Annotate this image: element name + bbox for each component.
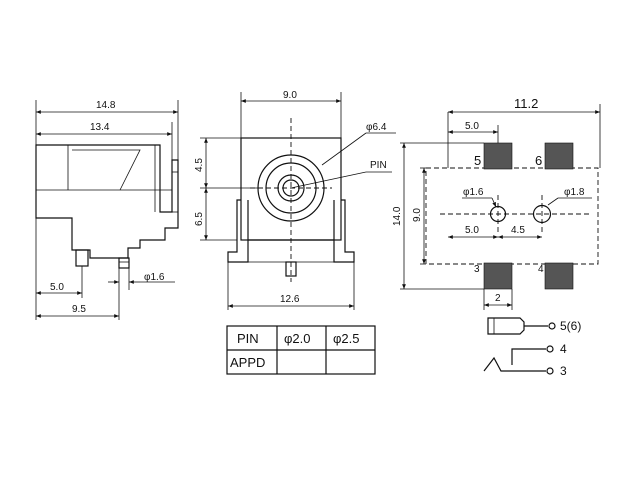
side-dim-body-width: 13.4 bbox=[90, 122, 110, 133]
side-dim-overall-width: 14.8 bbox=[96, 100, 116, 111]
jack-schematic: 5(6) 4 3 bbox=[483, 317, 581, 378]
front-dim-upper-height: 4.5 bbox=[194, 158, 205, 172]
pad-5 bbox=[483, 142, 513, 170]
pad-6 bbox=[544, 142, 574, 170]
footprint-dim-pad-offset: 5.0 bbox=[465, 121, 479, 132]
front-dim-width: 9.0 bbox=[283, 90, 297, 101]
front-dim-footprint-width: 12.6 bbox=[280, 294, 300, 305]
pad-label-3: 3 bbox=[474, 264, 480, 275]
pad-label-5: 5 bbox=[474, 153, 481, 168]
side-dim-body-depth: 9.5 bbox=[72, 304, 86, 315]
pad-label-4: 4 bbox=[538, 264, 544, 275]
table-row-label: APPD bbox=[230, 355, 265, 370]
footprint-view: 5 6 3 4 11.2 5.0 14.0 9.0 φ1.6 φ1.8 bbox=[392, 96, 601, 310]
front-view: 9.0 4.5 6.5 φ6.4 PIN 12.6 bbox=[194, 90, 396, 310]
footprint-dim-hole-offset-b: 4.5 bbox=[511, 225, 525, 236]
terminal-label-4: 4 bbox=[560, 342, 567, 356]
footprint-dim-hole-large: φ1.8 bbox=[564, 187, 585, 198]
front-dim-hole-diameter: φ6.4 bbox=[366, 122, 387, 133]
side-dim-pin-diameter: φ1.6 bbox=[144, 272, 165, 283]
footprint-dim-pad-width: 2 bbox=[495, 293, 501, 304]
footprint-dim-total-height: 14.0 bbox=[392, 206, 403, 226]
terminal-label-5-6: 5(6) bbox=[560, 319, 581, 333]
side-dim-pin-offset: 5.0 bbox=[50, 282, 64, 293]
pad-4 bbox=[544, 262, 574, 290]
footprint-dim-pad-span: 11.2 bbox=[514, 96, 538, 111]
footprint-dim-hole-offset-a: 5.0 bbox=[465, 225, 479, 236]
front-dim-lower-height: 6.5 bbox=[194, 212, 205, 226]
side-view: 14.8 13.4 5.0 φ1.6 9.5 bbox=[35, 100, 179, 320]
front-pin-label: PIN bbox=[370, 160, 387, 171]
terminal-label-3: 3 bbox=[560, 364, 567, 378]
pad-3 bbox=[483, 262, 513, 290]
pin-table: PIN φ2.0 φ2.5 APPD bbox=[226, 325, 376, 375]
pad-label-6: 6 bbox=[535, 153, 542, 168]
footprint-dim-hole-height: 9.0 bbox=[412, 208, 423, 222]
table-header-d20: φ2.0 bbox=[284, 331, 311, 346]
footprint-dim-hole-small: φ1.6 bbox=[463, 187, 484, 198]
table-header-pin: PIN bbox=[237, 331, 259, 346]
table-header-d25: φ2.5 bbox=[333, 331, 360, 346]
